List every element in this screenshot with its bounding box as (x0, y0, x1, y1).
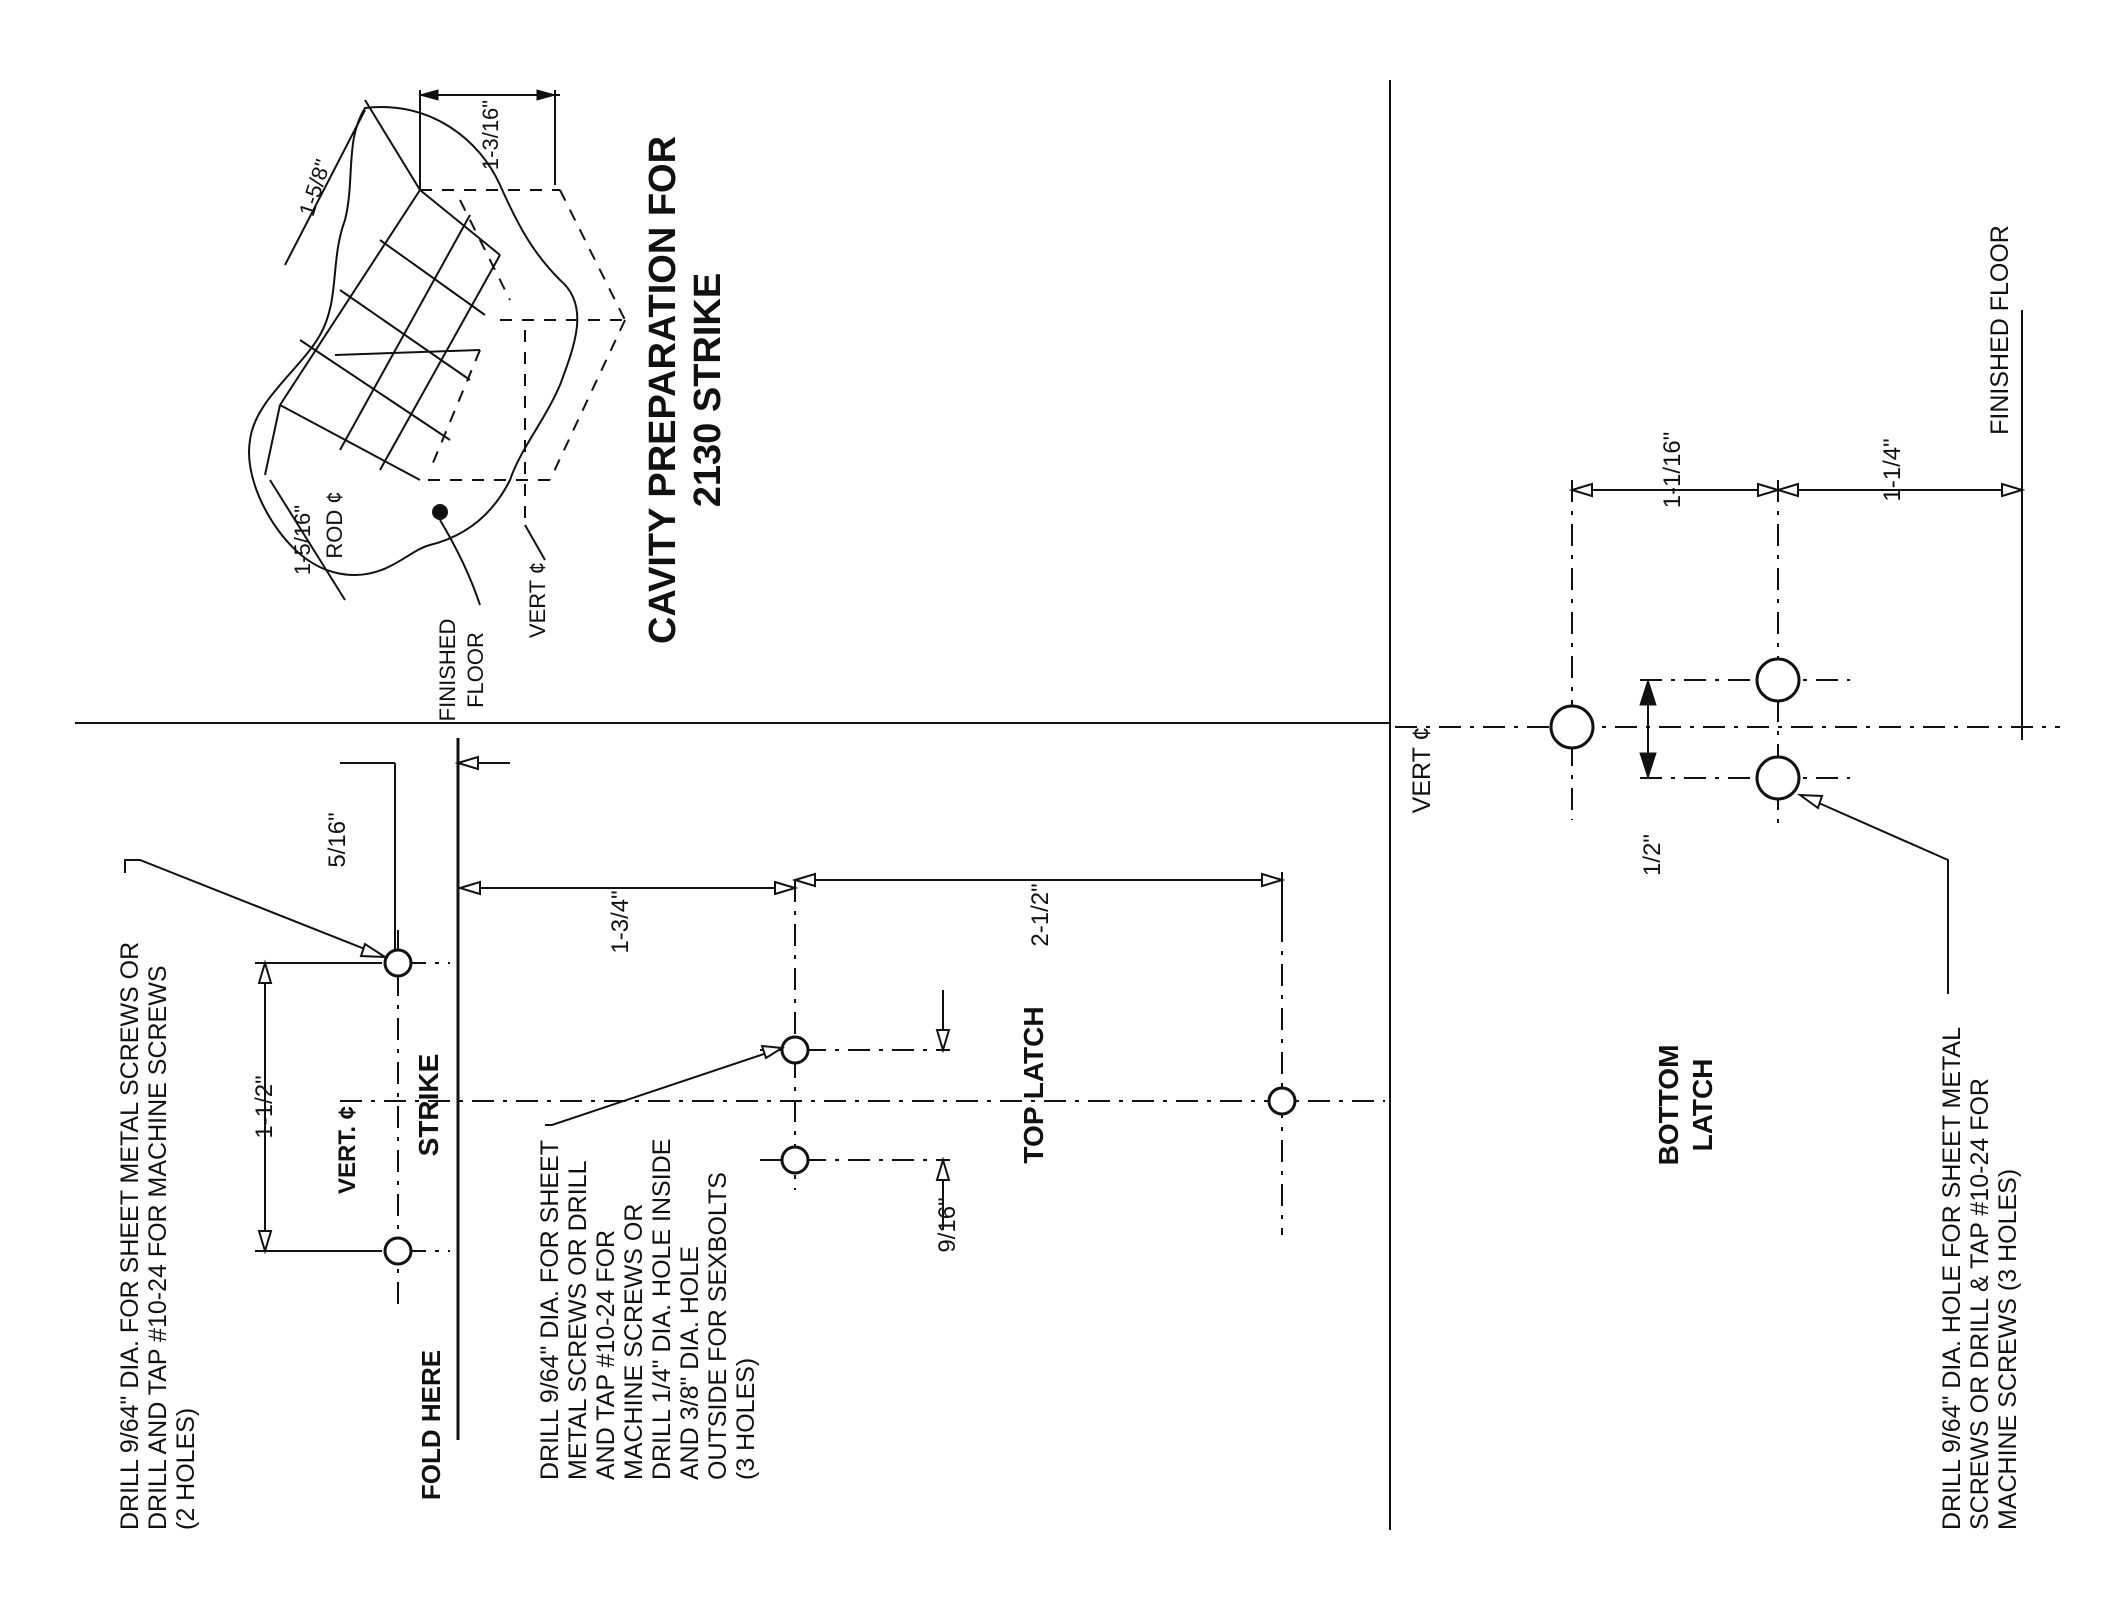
dim-1-5-16: 1-5/16" (290, 505, 315, 575)
finished-floor-dot (432, 504, 448, 520)
ext-line (264, 404, 281, 476)
arrowhead (2001, 482, 2026, 498)
dim-1-1-16: 1-1/16" (1659, 432, 1686, 509)
arrowhead (1796, 793, 1824, 810)
strike-note-line: DRILL 9/64" DIA. FOR SHEET METAL SCREWS … (116, 942, 144, 1530)
leader-line (1811, 799, 1949, 994)
cavity-sketch: 1-3/16" 1-5/8" 1-5/16" ROD ¢ FINISHED FL… (248, 89, 626, 722)
arrowhead (536, 89, 557, 101)
dim-1-5-8: 1-5/8" (294, 156, 336, 219)
arrowhead (774, 880, 799, 896)
cavity-grid-line (279, 404, 421, 481)
arrowhead (257, 1230, 273, 1255)
strike-note: DRILL 9/64" DIA. FOR SHEET METAL SCREWS … (116, 942, 200, 1530)
dim-1-3-4: 1-3/4" (607, 890, 634, 953)
strike-label: STRIKE (413, 1054, 444, 1157)
bottom-hole-upper (1755, 657, 1801, 703)
latch-hole-upper (780, 1035, 810, 1065)
latch-note-line: DRILL 1/4" DIA. HOLE INSIDE (648, 1139, 676, 1480)
fold-here-label: FOLD HERE (416, 1350, 446, 1500)
dim-9-16: 9/16" (934, 1197, 961, 1252)
bottom-latch-section: FINISHED FLOOR VERT ¢ 1-1/16" 1-1/4" 1/2… (1395, 225, 2060, 1530)
ext-line (364, 99, 421, 191)
strike-hole-upper (383, 948, 413, 978)
finished-floor-label: FINISHED FLOOR (1986, 225, 2014, 435)
cavity-outline (248, 106, 579, 577)
dim-line (269, 479, 346, 601)
cavity-hidden-line (559, 189, 626, 321)
arrowhead (418, 89, 439, 101)
bottom-note: DRILL 9/64" DIA. HOLE FOR SHEET METAL SC… (1938, 1027, 2022, 1530)
leader-line (124, 859, 386, 958)
dim-5-16: 5/16" (324, 812, 351, 867)
bottom-note-line: DRILL 9/64" DIA. HOLE FOR SHEET METAL (1938, 1027, 1966, 1530)
cavity-hidden-line (549, 319, 626, 481)
cavity-grid-line (299, 339, 451, 441)
arrowhead (1774, 482, 1799, 498)
cavity-hidden-line (459, 199, 511, 301)
leader-line (524, 524, 546, 561)
dim-line (284, 109, 366, 266)
cavity-finished-label: FINISHED (435, 619, 460, 722)
cavity-title-line2: 2130 STRIKE (687, 273, 729, 507)
bottom-hole-lower (1755, 755, 1801, 801)
cavity-vert-cl-label: VERT ¢ (525, 562, 550, 638)
latch-note-line: MACHINE SCREWS OR (620, 1204, 648, 1480)
latch-hole-right (1267, 1086, 1297, 1116)
cavity-grid-line (379, 239, 486, 316)
top-latch-label: TOP LATCH (1018, 1006, 1049, 1163)
latch-note-line: OUTSIDE FOR SEXBOLTS (704, 1172, 732, 1480)
latch-note-line: DRILL 9/64" DIA. FOR SHEET (536, 1140, 564, 1480)
top-latch-section: 5/16" 1-3/4" 2-1/2" 1-1/2" 9/16" STRIKE … (116, 738, 1385, 1530)
cavity-grid-line (419, 189, 501, 256)
bottom-note-line: SCREWS OR DRILL & TAP #10-24 FOR (1966, 1078, 1994, 1530)
leader-line (439, 519, 481, 606)
arrowhead (359, 942, 389, 959)
cavity-title-line1: CAVITY PREPARATION FOR (642, 136, 684, 644)
arrowhead (456, 880, 481, 896)
strike-note-line: (2 HOLES) (172, 1408, 200, 1530)
latch-note: DRILL 9/64" DIA. FOR SHEET METAL SCREWS … (536, 1139, 760, 1480)
dim-2-1-2: 2-1/2" (1027, 883, 1054, 946)
dim-1-3-16: 1-3/16" (478, 100, 503, 170)
arrowhead (1639, 752, 1657, 780)
arrowhead (1757, 482, 1782, 498)
arrowhead (791, 872, 816, 888)
arrowhead (760, 1044, 786, 1060)
arrowhead (1261, 872, 1286, 888)
cavity-grid-line (334, 349, 481, 356)
dim-1-2: 1/2" (1639, 834, 1666, 876)
latch-note-line: AND 3/8" DIA. HOLE (676, 1246, 704, 1480)
cavity-grid-line (339, 289, 471, 381)
rod-cl-label: ROD ¢ (322, 491, 347, 558)
arrowhead (935, 1156, 951, 1181)
bottom-hole-left (1549, 704, 1595, 750)
latch-note-line: AND TAP #10-24 FOR (592, 1230, 620, 1480)
latch-note-line: METAL SCREWS OR DRILL (564, 1160, 592, 1480)
strike-hole-lower (383, 1236, 413, 1266)
leader-line (545, 1051, 771, 1126)
cavity-grid-line (279, 189, 421, 406)
bottom-latch-label-line1: BOTTOM (1653, 1045, 1684, 1166)
latch-note-line: (3 HOLES) (732, 1358, 760, 1480)
bottom-vert-cl-label: VERT ¢ (1408, 727, 1436, 814)
arrowhead (454, 755, 479, 771)
bottom-latch-label-line2: LATCH (1687, 1059, 1718, 1152)
dim-1-1-4: 1-1/4" (1879, 438, 1906, 501)
bottom-note-line: MACHINE SCREWS (3 HOLES) (1994, 1169, 2022, 1530)
dim-1-1-2: 1-1/2" (251, 1075, 278, 1138)
vert-cl-label: VERT. ¢ (334, 1106, 361, 1194)
arrowhead (257, 959, 273, 984)
arrowhead (1639, 678, 1657, 706)
arrowhead (935, 1029, 951, 1054)
arrowhead (1568, 482, 1593, 498)
cavity-grid-line (339, 214, 471, 451)
cavity-grid-line (379, 254, 501, 471)
strike-note-line: DRILL AND TAP #10-24 FOR MACHINE SCREWS (144, 965, 172, 1530)
cavity-floor-label: FLOOR (463, 632, 488, 708)
latch-hole-lower (780, 1145, 810, 1175)
